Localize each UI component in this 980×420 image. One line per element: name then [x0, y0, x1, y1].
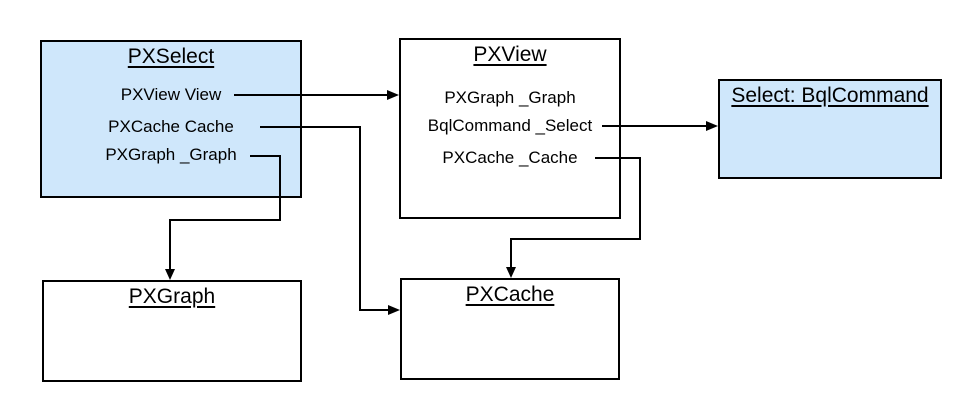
node-pxgraph: PXGraph	[42, 280, 302, 382]
node-pxselect-field-view: PXView View	[120, 85, 222, 104]
node-select-bqlcommand-title: Select: BqlCommand	[731, 84, 929, 107]
node-pxcache: PXCache	[400, 278, 620, 380]
node-pxview-field-select: BqlCommand _Select	[427, 116, 593, 135]
node-pxview-field-graph: PXGraph _Graph	[444, 88, 576, 107]
node-pxselect: PXSelect PXView View PXCache Cache PXGra…	[40, 40, 302, 198]
node-pxview-field-cache: PXCache _Cache	[442, 148, 578, 167]
node-pxview-title: PXView	[473, 43, 547, 66]
node-select-bqlcommand: Select: BqlCommand	[718, 79, 942, 179]
node-pxcache-title: PXCache	[465, 283, 555, 306]
node-pxselect-title: PXSelect	[127, 45, 215, 68]
node-pxview: PXView PXGraph _Graph BqlCommand _Select…	[399, 38, 621, 219]
node-pxselect-field-graph: PXGraph _Graph	[105, 145, 237, 164]
node-pxgraph-title: PXGraph	[128, 285, 216, 308]
node-pxselect-field-cache: PXCache Cache	[108, 117, 234, 136]
